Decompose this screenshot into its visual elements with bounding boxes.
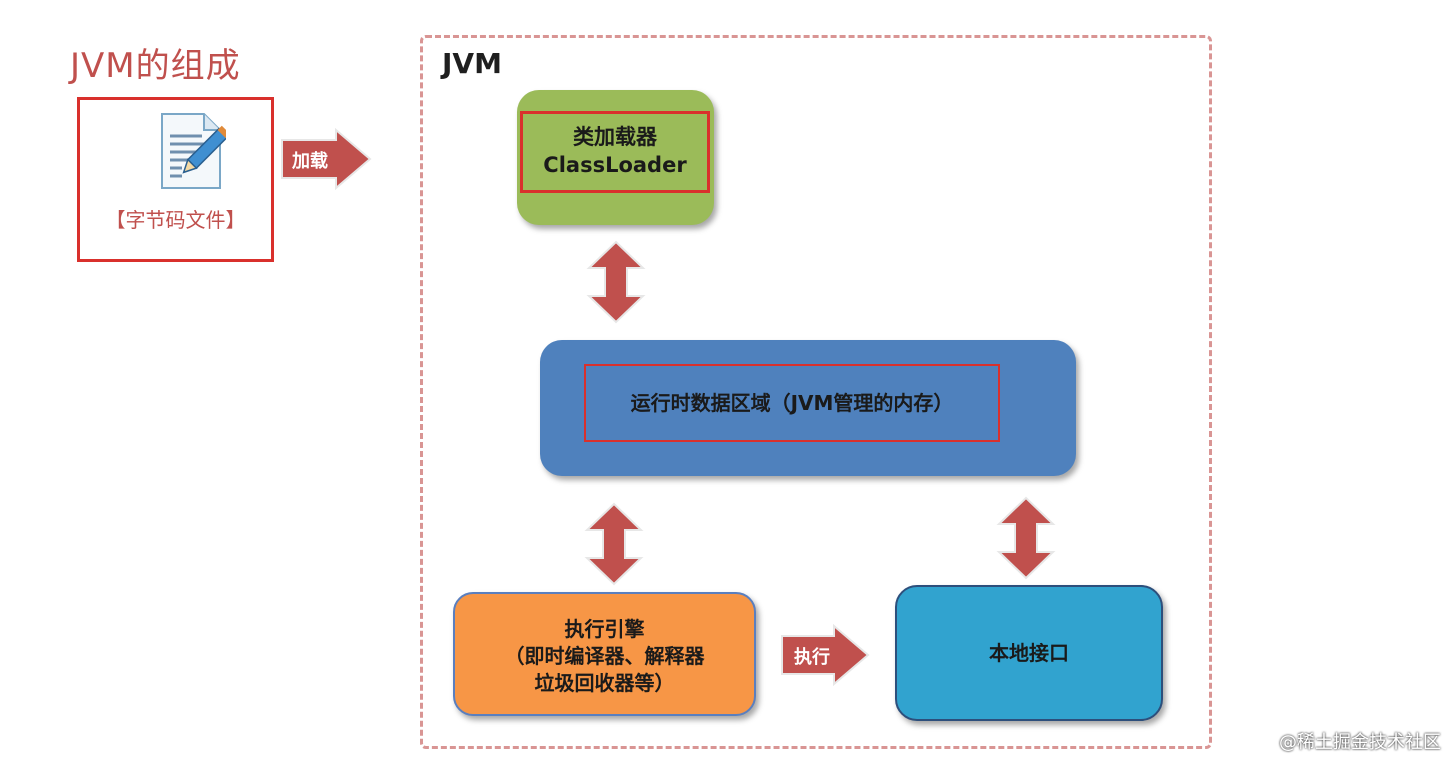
runtime-data-area-highlight: 运行时数据区域（JVM管理的内存） — [584, 364, 1000, 442]
page-title: JVM的组成 — [70, 46, 241, 86]
bytecode-file-box: 【字节码文件】 — [77, 97, 274, 262]
jvm-title: JVM — [442, 47, 502, 80]
runtime-native-double-arrow — [995, 496, 1057, 580]
execution-engine-title: 执行引擎 — [564, 617, 645, 641]
execute-arrow-label: 执行 — [794, 647, 830, 668]
runtime-data-area-box: 运行时数据区域（JVM管理的内存） — [540, 340, 1076, 476]
jvm-container — [420, 35, 1212, 749]
classloader-highlight: 类加载器 ClassLoader — [520, 111, 710, 193]
runtime-engine-double-arrow — [583, 502, 645, 586]
native-interface-label: 本地接口 — [989, 641, 1069, 665]
classloader-label-cn: 类加载器 — [573, 125, 657, 149]
execution-engine-detail-2: 垃圾回收器等） — [534, 671, 675, 695]
bytecode-file-label: 【字节码文件】 — [105, 208, 246, 232]
watermark: @稀土掘金技术社区 — [1279, 732, 1441, 753]
load-arrow: 加载 — [280, 128, 374, 190]
execute-arrow: 执行 — [780, 624, 872, 686]
classloader-runtime-double-arrow — [585, 240, 647, 324]
execution-engine-detail-1: （即时编译器、解释器 — [504, 644, 705, 668]
classloader-box: 类加载器 ClassLoader — [517, 90, 714, 225]
runtime-data-area-label: 运行时数据区域（JVM管理的内存） — [630, 391, 954, 415]
native-interface-box: 本地接口 — [895, 585, 1163, 721]
load-arrow-label: 加载 — [292, 151, 328, 172]
document-edit-icon — [158, 112, 231, 190]
classloader-label-en: ClassLoader — [543, 153, 687, 177]
execution-engine-box: 执行引擎 （即时编译器、解释器 垃圾回收器等） — [453, 592, 756, 716]
